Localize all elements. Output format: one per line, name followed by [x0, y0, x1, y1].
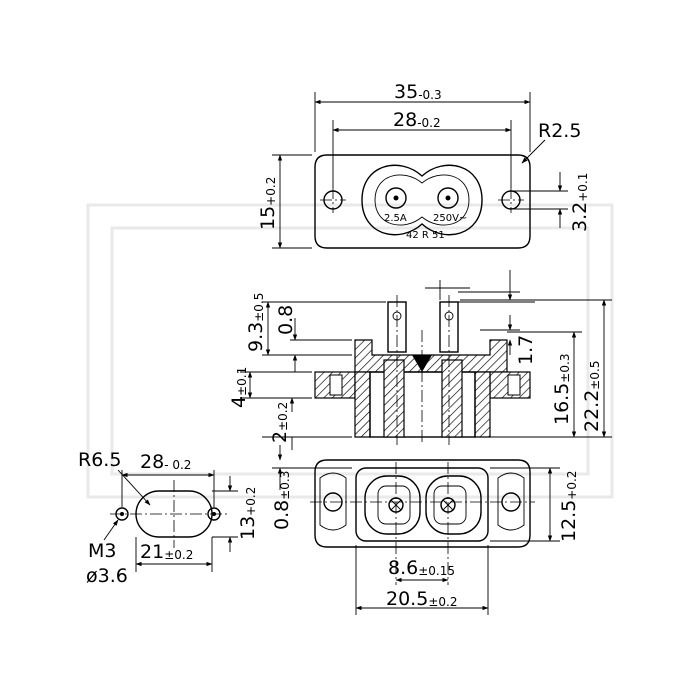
- dim-0-8-bottom: 0.8: [271, 500, 293, 530]
- dim-21: 21: [140, 541, 164, 563]
- dim-22-2: 22.2: [581, 390, 603, 432]
- dim-28-tol: -0.2: [417, 116, 440, 130]
- watermark: [86, 203, 614, 499]
- dim-15-tol: +0.2: [264, 177, 278, 206]
- dim-4: 4: [228, 396, 250, 408]
- radius-r6-5: R6.5: [78, 449, 121, 471]
- svg-text:21±0.2: 21±0.2: [140, 541, 193, 563]
- dim-8-6: 8.6: [388, 557, 418, 579]
- svg-text:22.2±0.5: 22.2±0.5: [581, 361, 603, 432]
- dim-28-cutout: 28: [140, 451, 164, 473]
- screw-m3: M3: [88, 540, 116, 562]
- side-view: 9.3±0.5 0.8 4±0.1 2±0.2 1.7 16.5±0.3 22.…: [228, 270, 612, 450]
- svg-text:9.3±0.5: 9.3±0.5: [245, 293, 267, 352]
- dim-15: 15: [257, 206, 279, 230]
- radius-r2-5: R2.5: [538, 120, 581, 142]
- dim-9-3-tol: ±0.5: [252, 293, 266, 322]
- dim-13-tol: +0.2: [244, 487, 258, 516]
- dim-21-tol: ±0.2: [164, 548, 193, 562]
- dim-4-tol: ±0.1: [235, 367, 249, 396]
- dim-2: 2: [269, 431, 291, 443]
- svg-text:20.5±0.2: 20.5±0.2: [386, 588, 457, 610]
- dim-20-5-tol: ±0.2: [428, 595, 457, 609]
- bottom-view: 0.8±0.3 12.5+0.2 8.6±0.15 20.5±0.2: [271, 445, 580, 615]
- svg-text:28- 0.2: 28- 0.2: [140, 451, 191, 473]
- svg-text:2±0.2: 2±0.2: [269, 402, 291, 443]
- svg-text:13+0.2: 13+0.2: [237, 487, 259, 540]
- panel-cutout: R6.5 28- 0.2 13+0.2 M3 ø3.6 21±0.2: [78, 449, 259, 587]
- svg-text:35-0.3: 35-0.3: [394, 81, 442, 103]
- dim-3-2: 3.2: [569, 202, 591, 232]
- dim-20-5: 20.5: [386, 588, 428, 610]
- rating-current: 2.5A: [384, 213, 407, 224]
- dim-16-5-tol: ±0.3: [558, 354, 572, 383]
- svg-text:28-0.2: 28-0.2: [393, 109, 441, 131]
- svg-text:16.5±0.3: 16.5±0.3: [551, 354, 573, 425]
- dim-1-7: 1.7: [515, 335, 537, 365]
- svg-text:3.2+0.1: 3.2+0.1: [569, 173, 591, 232]
- svg-text:8.6±0.15: 8.6±0.15: [388, 557, 455, 579]
- dim-28: 28: [393, 109, 417, 131]
- dim-12-5: 12.5: [558, 500, 580, 542]
- dim-12-5-tol: +0.2: [565, 471, 579, 500]
- svg-text:4±0.1: 4±0.1: [228, 367, 250, 408]
- dim-0-8-bottom-tol: ±0.3: [278, 471, 292, 500]
- dim-22-2-tol: ±0.5: [588, 361, 602, 390]
- svg-text:0.8±0.3: 0.8±0.3: [271, 471, 293, 530]
- dim-9-3: 9.3: [245, 322, 267, 352]
- marking: 42 R 51: [406, 230, 445, 241]
- dim-0-8: 0.8: [275, 305, 297, 335]
- svg-text:15+0.2: 15+0.2: [257, 177, 279, 230]
- dim-35: 35: [394, 81, 418, 103]
- dim-35-tol: -0.3: [418, 88, 441, 102]
- dim-28-cutout-tol: - 0.2: [164, 458, 191, 472]
- dim-16-5: 16.5: [551, 383, 573, 425]
- top-view: 2.5A 250V~ 42 R 51 35-0.3 28-0.2 R2.5 15…: [257, 81, 591, 249]
- dim-13: 13: [237, 516, 259, 540]
- dim-3-2-tol: +0.1: [576, 173, 590, 202]
- dim-2-tol: ±0.2: [276, 402, 290, 431]
- svg-text:12.5+0.2: 12.5+0.2: [558, 471, 580, 542]
- rating-voltage: 250V~: [433, 213, 467, 224]
- hole-dia-3-6: ø3.6: [86, 565, 128, 587]
- dim-8-6-tol: ±0.15: [418, 564, 455, 578]
